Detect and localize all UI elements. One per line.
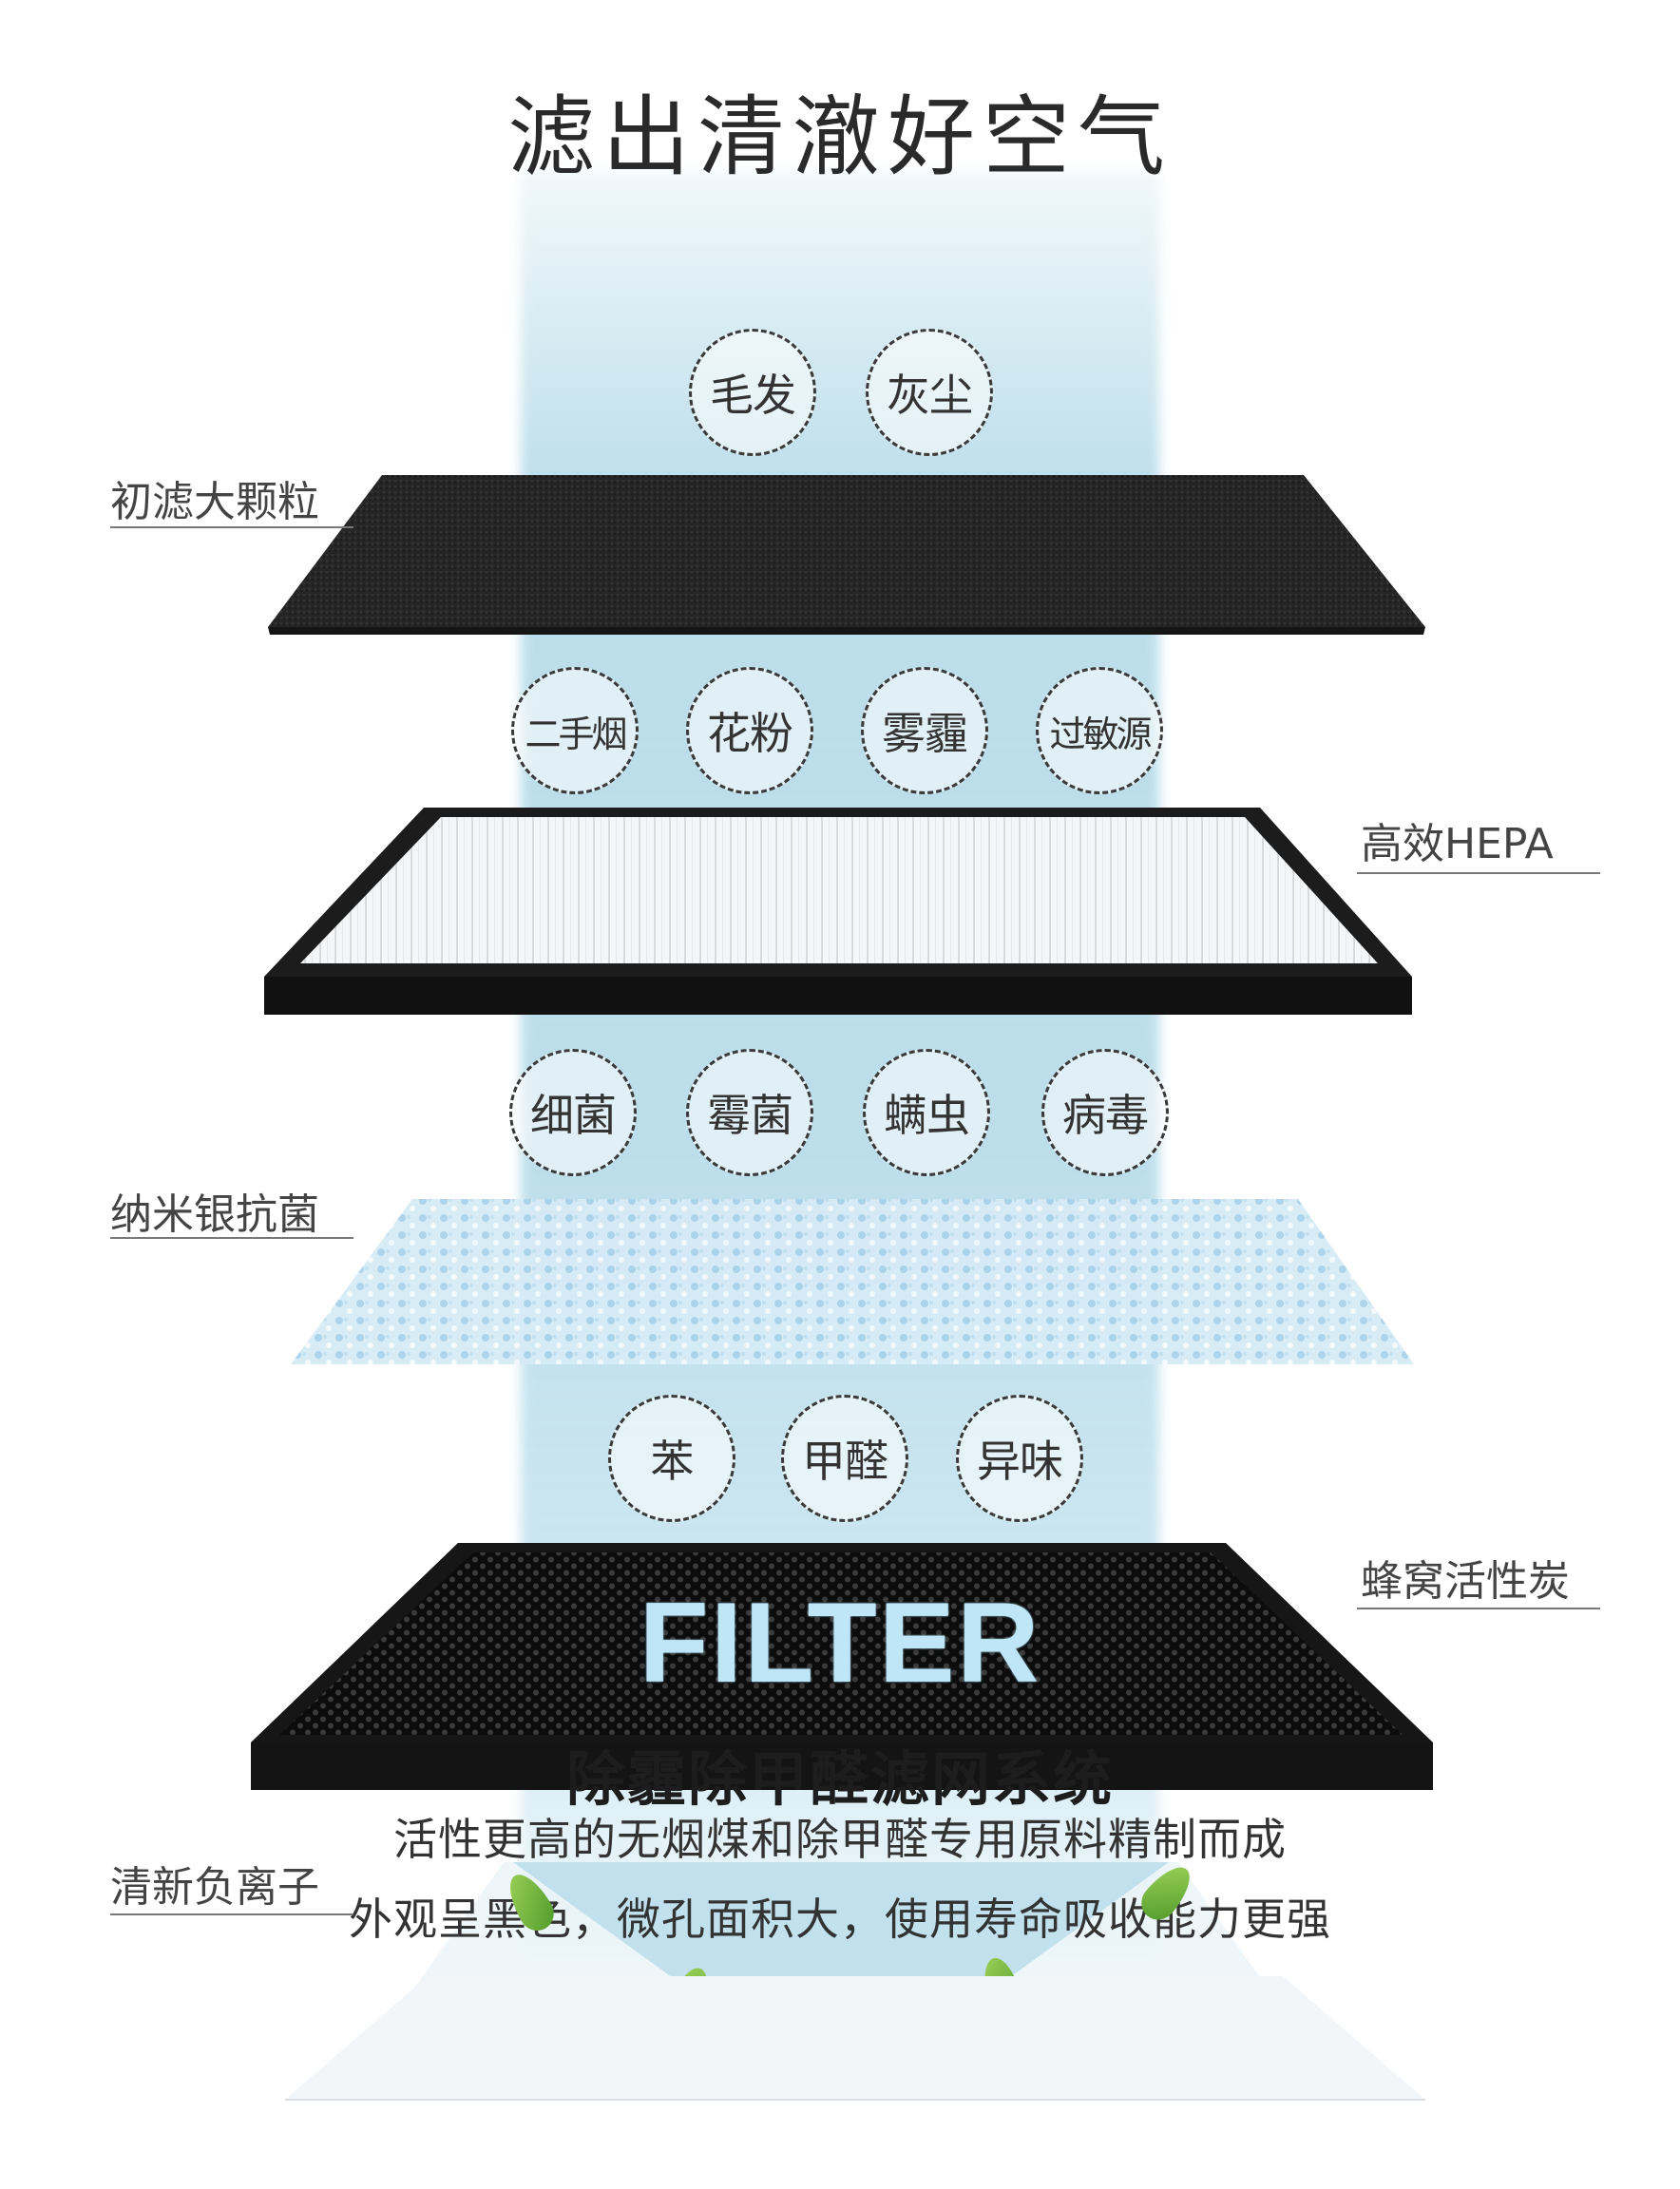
hepa-filter <box>264 808 1412 1015</box>
pollutant-bubble: 毛发 <box>689 329 816 456</box>
pollutant-bubble: 苯 <box>608 1395 735 1522</box>
filter-system-title: 除霾除甲醛滤网系统 <box>565 1744 1114 1814</box>
pollutant-bubble: 细菌 <box>509 1049 637 1176</box>
pollutant-bubble: 花粉 <box>686 667 813 794</box>
pollutant-label: 毛发 <box>710 370 796 421</box>
pollutant-bubble: 雾霾 <box>861 667 988 794</box>
pollutant-label: 细菌 <box>530 1090 617 1141</box>
pollutant-label: 过敏源 <box>1049 713 1152 755</box>
leader-line <box>110 1913 353 1915</box>
pollutant-label: 二手烟 <box>525 713 627 755</box>
pollutant-bubble: 灰尘 <box>866 329 993 456</box>
layer-label-pre-filter: 初滤大颗粒 <box>110 478 319 526</box>
pollutant-label: 螨虫 <box>884 1090 970 1141</box>
leader-line <box>110 1237 353 1239</box>
layer-label-carbon: 蜂窝活性炭 <box>1361 1557 1570 1606</box>
base-plate <box>285 1976 1425 2101</box>
pollutant-label: 雾霾 <box>882 708 968 759</box>
honeycomb-carbon-filter <box>251 1543 1433 1790</box>
pollutant-bubble: 螨虫 <box>863 1049 990 1176</box>
pollutant-label: 异味 <box>977 1436 1063 1487</box>
pollutant-label: 苯 <box>650 1436 695 1487</box>
pollutant-label: 霉菌 <box>707 1090 793 1141</box>
page-title: 滤出清澈好空气 <box>506 86 1173 188</box>
layer-label-anion: 清新负离子 <box>110 1863 319 1912</box>
pollutant-bubble: 霉菌 <box>686 1049 813 1176</box>
leader-line <box>110 526 353 528</box>
pollutant-bubble: 二手烟 <box>511 667 639 794</box>
pollutant-label: 花粉 <box>707 708 793 759</box>
description-line-1: 活性更高的无烟煤和除甲醛专用原料精制而成 <box>393 1814 1287 1865</box>
pollutant-bubble: 病毒 <box>1041 1049 1169 1176</box>
layer-label-silver: 纳米银抗菌 <box>110 1190 319 1239</box>
pollutant-label: 甲醛 <box>802 1436 888 1487</box>
pollutant-bubble: 异味 <box>956 1395 1083 1522</box>
filter-word: FILTER <box>639 1579 1041 1706</box>
pollutant-label: 灰尘 <box>887 370 973 421</box>
leader-line <box>1357 872 1600 874</box>
nano-silver-filter <box>291 1199 1414 1364</box>
layer-label-hepa: 高效HEPA <box>1361 820 1554 868</box>
pollutant-bubble: 甲醛 <box>781 1395 908 1522</box>
leader-line <box>1357 1608 1600 1609</box>
pollutant-label: 病毒 <box>1062 1090 1149 1141</box>
pre-filter-foam <box>268 475 1425 635</box>
pollutant-bubble: 过敏源 <box>1036 667 1163 794</box>
